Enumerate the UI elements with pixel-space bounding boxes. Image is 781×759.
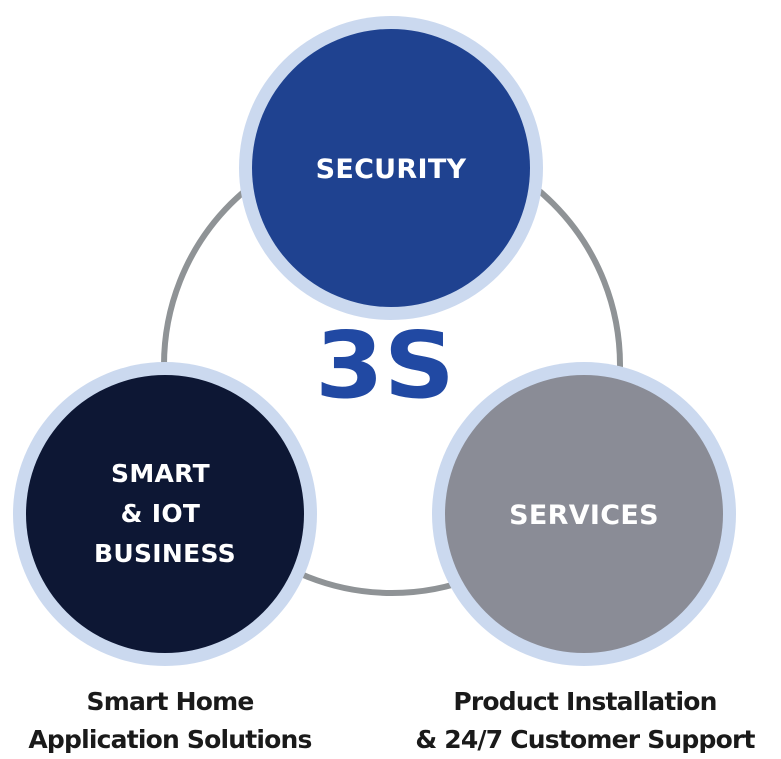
node-smart-iot: SMART & IOT BUSINESS (13, 362, 317, 666)
caption-smart-home: Smart Home Application Solutions (10, 683, 330, 759)
caption-product-installation-line1: Product Installation (453, 687, 717, 716)
caption-smart-home-line2: Application Solutions (28, 725, 312, 754)
node-smart-iot-label-line: SMART (111, 459, 210, 488)
node-services: SERVICES (432, 362, 736, 666)
node-smart-iot-label-line: & IOT (121, 499, 201, 528)
node-smart-iot-circle (26, 375, 304, 653)
node-security: SECURITY (239, 16, 543, 320)
node-security-label-line: SECURITY (316, 154, 467, 185)
logo-3s-text: 3S (315, 312, 455, 419)
caption-smart-home-line1: Smart Home (86, 687, 254, 716)
node-smart-iot-label: SMART & IOT BUSINESS (94, 459, 236, 568)
node-security-circle (252, 29, 530, 307)
caption-product-installation-line2: & 24/7 Customer Support (415, 725, 755, 754)
node-services-label: SERVICES (509, 500, 659, 531)
node-security-label: SECURITY (316, 154, 467, 185)
node-services-circle (445, 375, 723, 653)
logo-3s: 3S (315, 312, 455, 419)
node-services-label-line: SERVICES (509, 500, 659, 531)
caption-product-installation: Product Installation & 24/7 Customer Sup… (395, 683, 775, 759)
node-smart-iot-label-line: BUSINESS (94, 539, 236, 568)
